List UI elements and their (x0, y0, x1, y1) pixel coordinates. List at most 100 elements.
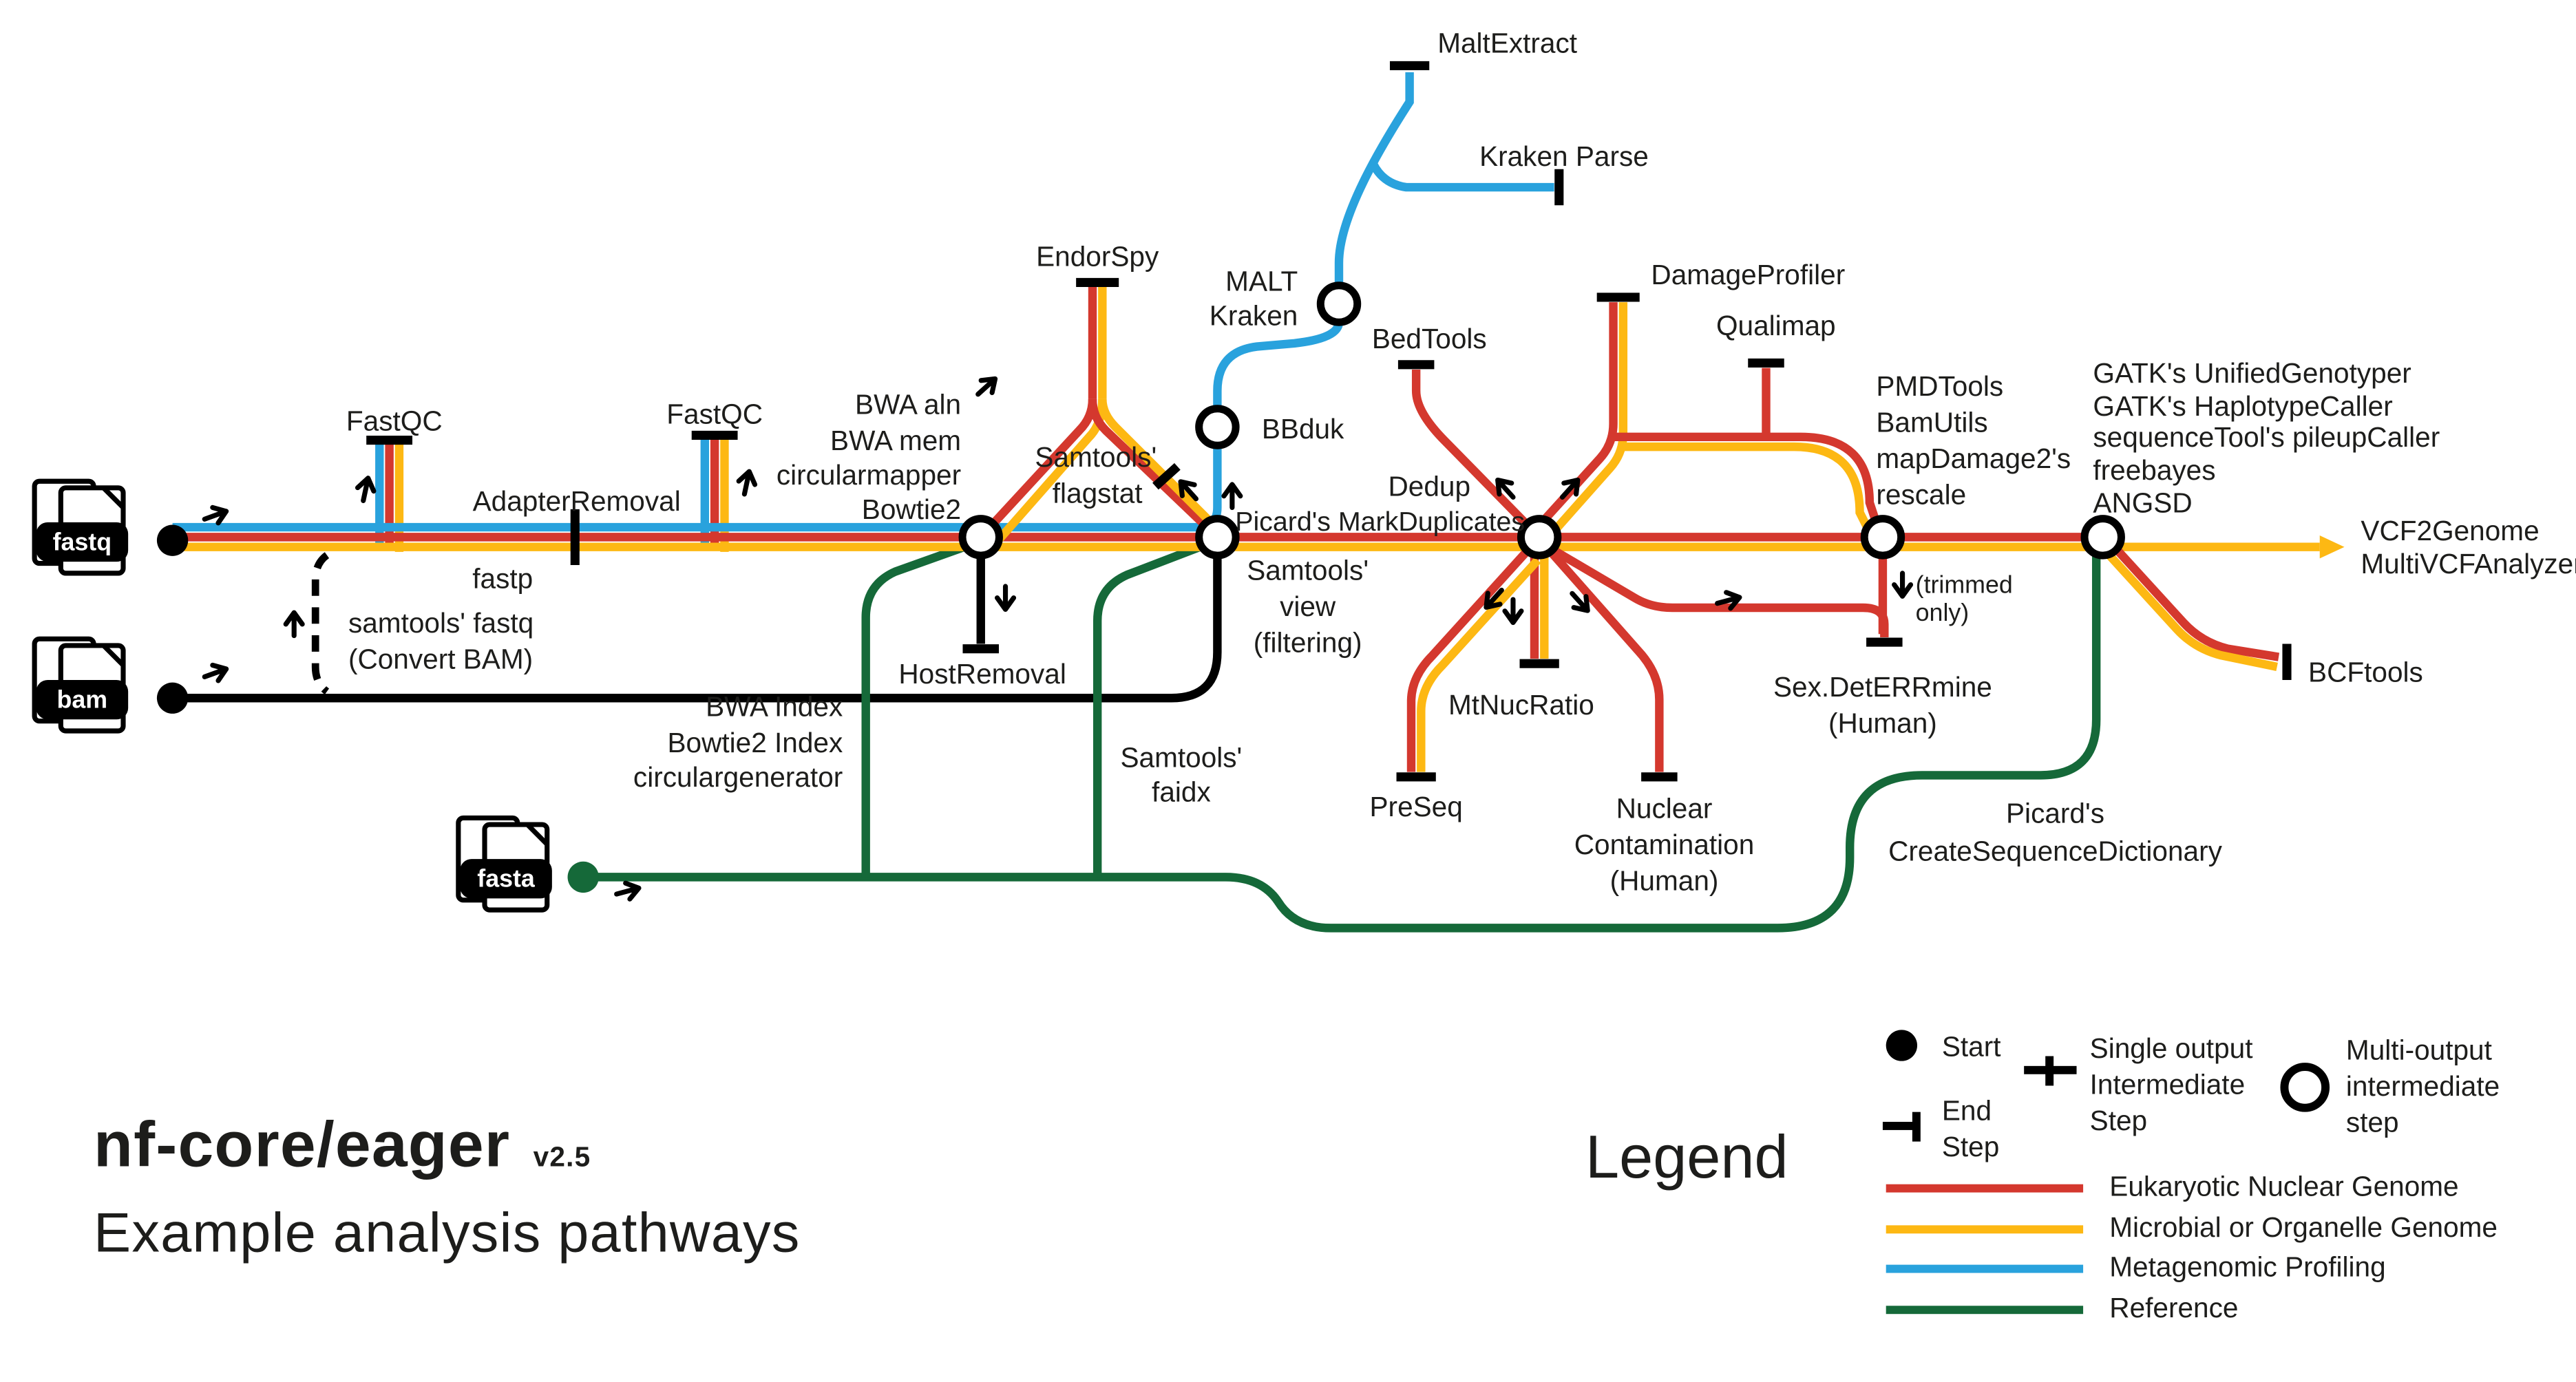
bam-start-dot (156, 682, 189, 714)
label-fastqc-2: FastQC (666, 398, 763, 430)
reference-main (583, 551, 2101, 933)
fasta-start-dot (567, 861, 599, 893)
label-bwa-index: BWA Index (706, 691, 843, 723)
legend-single-output-tick (2045, 1056, 2054, 1086)
flow-arrow (1892, 571, 1914, 599)
label-gatk-s-haplotypecaller: GATK's HaplotypeCaller (2093, 390, 2392, 422)
legend-line-microbial-label: Microbial or Organelle Genome (2109, 1212, 2498, 1244)
fastq-start-dot (156, 524, 189, 556)
flow-arrow (283, 610, 305, 639)
flow-arrow (736, 469, 758, 497)
flow-arrow (1502, 597, 1524, 626)
pipeline-title: nf-core/eager v2.5 (94, 1110, 801, 1182)
reference-index-branch (861, 542, 966, 878)
label-fastp: fastp (472, 562, 533, 594)
label-endorspy: EndorSpy (1036, 241, 1159, 273)
node-malt-kraken (1316, 281, 1362, 326)
node-dedup-markduplicates (1517, 515, 1562, 560)
label-vcf2genome: VCF2Genome (2361, 515, 2539, 546)
label-bowtie2-index: Bowtie2 Index (667, 727, 843, 758)
label-mapdamage2-s: mapDamage2's (1876, 443, 2071, 474)
label-rescale: rescale (1876, 479, 1966, 511)
label-kraken: Kraken (1210, 300, 1298, 332)
label-samtools-faidx-1: Samtools' (1120, 741, 1242, 773)
legend-multi-output-icon (2280, 1063, 2330, 1112)
legend-line-metagenomic (1886, 1264, 2084, 1273)
bam-page-fold (101, 644, 125, 668)
label-multivcfanalyzer: MultiVCFAnalyzer (2361, 548, 2576, 580)
label-fastqc-1: FastQC (346, 405, 443, 436)
preseq-red (1406, 547, 1532, 772)
rescale-arc-yellow (1623, 442, 1874, 535)
legend-end-step-icon (1882, 1112, 1922, 1142)
label-trimmed-only-1: (trimmed (1916, 571, 2013, 599)
fasta-page-fold (525, 822, 549, 847)
flow-arrow (995, 584, 1017, 612)
bam-label: bam (57, 686, 108, 714)
label-maltextract: MaltExtract (1437, 27, 1577, 59)
label-circularmapper: circularmapper (777, 459, 961, 491)
legend-line-eukaryotic-label: Eukaryotic Nuclear Genome (2109, 1171, 2459, 1202)
label-createsequencedictionary-2: CreateSequenceDictionary (1888, 836, 2222, 867)
pipeline-subtitle: Example analysis pathways (94, 1202, 801, 1265)
legend-title: Legend (1585, 1123, 1788, 1191)
label-bamutils: BamUtils (1876, 407, 1987, 438)
label-pmdtools: PMDTools (1876, 370, 2003, 402)
label-adapterremoval: AdapterRemoval (473, 485, 681, 517)
node-genotyping (2080, 515, 2125, 560)
flow-arrow (1559, 477, 1581, 500)
blue-malt-to-maltextract (1334, 72, 1414, 286)
label-trimmed-only-2: only) (1916, 599, 1970, 626)
legend-start-label: Start (1941, 1031, 2001, 1063)
endorspy-red-right (1088, 398, 1221, 540)
flow-arrow (202, 504, 229, 526)
bam-file-icon: bam (32, 636, 129, 734)
pipeline-version: v2.5 (533, 1141, 591, 1173)
bcftools-yellow (2104, 551, 2278, 671)
reference-faidx-branch (1092, 541, 1206, 878)
flagstat-tick (1152, 463, 1181, 490)
label-dedup: Dedup (1388, 471, 1470, 502)
label-malt: MALT (1225, 265, 1298, 297)
legend-line-eukaryotic (1886, 1184, 2084, 1193)
title-block: nf-core/eager v2.5 Example analysis pathw… (94, 1110, 801, 1266)
pipeline-name: nf-core/eager (94, 1110, 511, 1181)
legend-single-output-icon (2024, 1056, 2077, 1086)
bam-line (172, 551, 1222, 703)
sexdet-from-dedup (1548, 544, 1889, 637)
label-mtnucratio: MtNucRatio (1448, 689, 1594, 721)
label-samtools-faidx-2: faidx (1152, 776, 1211, 808)
vcf-arrowhead (2319, 535, 2345, 559)
flow-arrow (355, 476, 377, 503)
label-bwa-mem: BWA mem (830, 425, 961, 456)
label-bowtie2: Bowtie2 (862, 493, 961, 525)
node-mapping (958, 515, 1003, 560)
label-bwa-aln: BWA aln (855, 388, 961, 420)
bcftools-red (2111, 544, 2280, 661)
label-gatk-s-unifiedgenotyper: GATK's UnifiedGenotyper (2093, 357, 2411, 389)
label-bbduk: BBduk (1262, 413, 1344, 445)
flow-arrow (1484, 587, 1504, 610)
label-preseq: PreSeq (1370, 791, 1463, 822)
legend-single-output-label: Single output Intermediate Step (2089, 1033, 2253, 1137)
flow-arrow (975, 376, 998, 397)
flow-arrow (1495, 477, 1516, 500)
label-samtools-fastq: samtools' fastq (348, 607, 534, 639)
preseq-yellow (1417, 557, 1541, 772)
fasta-label: fasta (477, 865, 536, 893)
legend-end-step-line (1882, 1121, 1916, 1130)
fastq-label: fastq (53, 528, 112, 555)
label-contamination: Contamination (1574, 829, 1755, 860)
legend-line-metagenomic-label: Metagenomic Profiling (2109, 1251, 2386, 1283)
flow-arrow (1715, 590, 1742, 611)
flow-arrow (202, 662, 229, 683)
legend-start-icon (1886, 1030, 1918, 1061)
label-nuclear: Nuclear (1616, 792, 1713, 824)
label-convert-bam: (Convert BAM) (348, 643, 533, 674)
fasta-file-icon: fasta (456, 815, 552, 913)
label-bedtools: BedTools (1372, 323, 1487, 354)
nuclear-contamination-line (1548, 549, 1664, 772)
legend-end-step-label: End Step (1941, 1095, 2000, 1163)
